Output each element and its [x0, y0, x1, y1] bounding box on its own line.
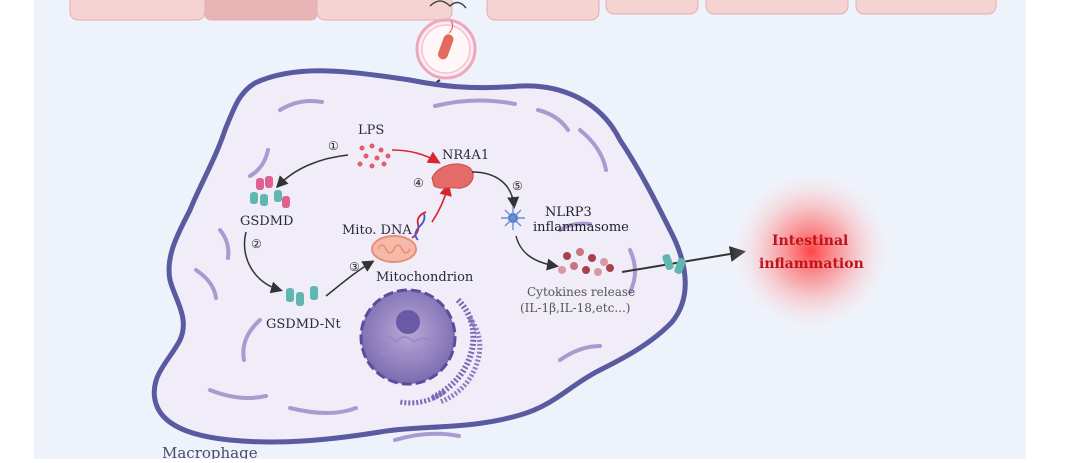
- arrow-lps-to-gsdmd: [275, 154, 349, 189]
- nr4a1-protein-icon: [431, 163, 474, 189]
- gsdmd-nt-label: GSDMD-Nt: [266, 317, 341, 332]
- epithelial-cell: [204, 0, 318, 21]
- cell-organelles: [194, 98, 637, 442]
- gsdmd-nt-icon: [286, 286, 318, 306]
- cytokine-particles: [558, 248, 614, 276]
- arrow-nr4a1-to-nlrp3: [471, 171, 520, 209]
- mitochondrion-icon: [371, 235, 417, 263]
- step-4-marker: ④: [413, 176, 424, 190]
- bacteria-icon: [429, 0, 467, 9]
- nr4a1-label: NR4A1: [442, 148, 489, 163]
- dna-helix-icon: [411, 211, 427, 241]
- epithelium-layer: [69, 0, 997, 21]
- nucleus: [359, 288, 483, 406]
- epithelial-cell: [855, 0, 997, 15]
- inflammasome-label: inflammasome: [533, 220, 629, 235]
- epithelial-cell: [605, 0, 699, 15]
- epithelial-cell: [486, 0, 600, 21]
- step-5-marker: ⑤: [512, 179, 523, 193]
- cytokines-label-line2: (IL-1β,IL-18,etc...): [520, 301, 630, 315]
- mito-dna-label: Mito. DNA: [342, 223, 412, 238]
- intestinal-label: Intestinal: [772, 233, 848, 249]
- epithelial-cell: [316, 0, 453, 21]
- gsdmd-label: GSDMD: [240, 214, 293, 229]
- arrow-lps-to-nr4a1: [391, 149, 441, 164]
- epithelial-cell: [69, 0, 206, 21]
- arrow-nt-to-mito: [325, 260, 375, 297]
- arrow-nlrp3-to-cytokines: [515, 235, 559, 271]
- nlrp3-label: NLRP3: [545, 205, 592, 220]
- epithelial-cell: [705, 0, 849, 15]
- lps-label: LPS: [358, 123, 384, 138]
- receptor-icon: [662, 253, 686, 275]
- macrophage-membrane: [151, 68, 688, 445]
- inflammation-glow: [731, 171, 891, 331]
- step-2-marker: ②: [251, 237, 262, 251]
- inflammasome-icon: [501, 206, 525, 230]
- step-1-marker: ①: [328, 139, 339, 153]
- arrow-mito-to-nr4a1: [431, 182, 452, 223]
- gsdmd-protein-icon: [250, 176, 290, 208]
- bacterium-vesicle: [415, 18, 477, 80]
- mitochondrion-label: Mitochondrion: [376, 270, 474, 285]
- cytokines-label-line1: Cytokines release: [527, 285, 635, 299]
- macrophage-label: Macrophage: [162, 444, 258, 459]
- inflammation-label: inflammation: [759, 256, 864, 272]
- lps-particles: [357, 143, 391, 169]
- arrow-gsdmd-to-nt: [243, 231, 283, 294]
- bacterium-icon: [438, 34, 454, 60]
- step-3-marker: ③: [349, 260, 360, 274]
